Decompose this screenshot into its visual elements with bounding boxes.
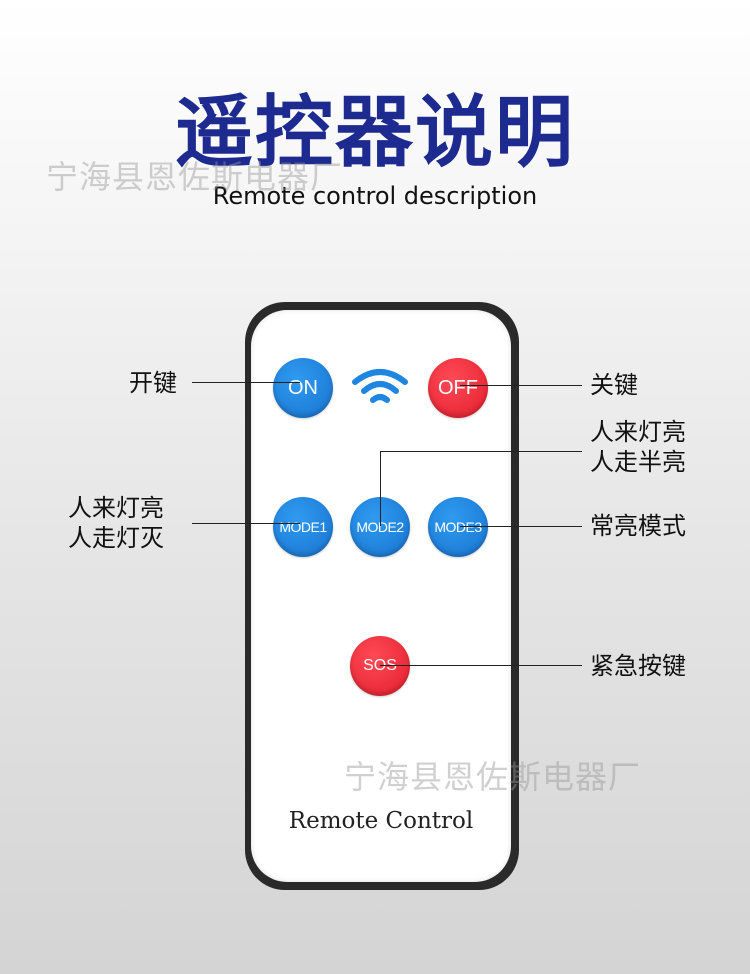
label-on-key: 开键 [129,369,177,397]
page-subtitle: Remote control description [212,182,538,210]
label-mode2-line1: 人来灯亮 [590,418,686,446]
label-off-key: 关键 [590,371,638,399]
leader-line-on [192,382,300,383]
label-mode1-line2: 人走灯灭 [68,524,164,552]
leader-line-mode3 [460,526,582,527]
leader-line-mode2-horizontal [380,451,582,452]
label-mode1-line1: 人来灯亮 [68,494,164,522]
label-mode2-line2: 人走半亮 [590,448,686,476]
leader-line-mode1 [192,523,300,524]
off-button[interactable]: OFF [428,358,488,418]
mode3-button[interactable]: MODE3 [428,497,488,557]
leader-line-mode2-vertical [380,451,381,526]
watermark: 宁海县恩佐斯电器厂 [344,758,642,796]
leader-line-sos [380,665,582,666]
label-sos: 紧急按键 [590,652,686,680]
page-title: 遥控器说明 [174,88,575,178]
leader-line-off [460,385,582,386]
watermark: 宁海县恩佐斯电器厂 [46,158,344,196]
remote-brand-label: Remote Control [288,808,474,834]
on-button[interactable]: ON [273,358,333,418]
mode1-button[interactable]: MODE1 [273,497,333,557]
sos-button[interactable]: SOS [350,636,410,696]
label-mode3: 常亮模式 [590,512,686,540]
wifi-icon [352,369,408,403]
